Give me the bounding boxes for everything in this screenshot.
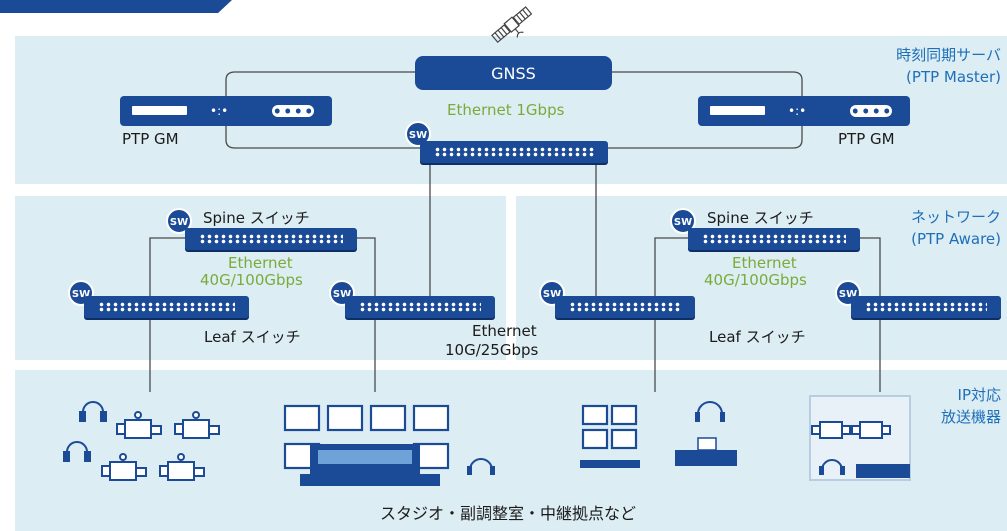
spine-left-ethernet-2: 40G/100Gbps [200, 271, 303, 289]
sw-icon-top: SW [405, 121, 431, 147]
spine-switch-left [185, 228, 357, 250]
leaf-switch-right-2 [851, 296, 1001, 318]
leaf-switch-left-2 [345, 296, 495, 318]
gnss-device: GNSS [415, 56, 612, 90]
sw-icon-spine-right: SW [670, 208, 696, 234]
ptp-gm-left-device: •:• [120, 96, 332, 126]
spine-switch-right [688, 228, 860, 250]
top-switch [420, 141, 608, 163]
leaf-left-label: Leaf スイッチ [204, 328, 301, 346]
spine-left-label: Spine スイッチ [203, 209, 310, 227]
studio-monitors-console-icon [283, 404, 495, 486]
equipment-zone-label: IP対応 放送機器 [940, 386, 1001, 426]
leaf-switch-right-1 [555, 296, 695, 318]
spine-right-ethernet-1: Ethernet [732, 254, 797, 272]
cameras-headphones-group-icon [63, 401, 220, 481]
ptp-gm-left-label: PTP GM [122, 130, 179, 148]
sw-icon-leaf-left-1: SW [68, 280, 94, 306]
spine-left-ethernet-1: Ethernet [228, 254, 293, 272]
spine-right-label: Spine スイッチ [707, 209, 814, 227]
header-tab [0, 0, 232, 13]
ptp-gm-right-label: PTP GM [838, 130, 895, 148]
network-zone-label: ネットワーク (PTP Aware) [910, 208, 1001, 248]
control-room-icon [580, 401, 737, 468]
bottom-caption: スタジオ・副調整室・中継拠点など [380, 504, 637, 523]
network-zone-left [15, 196, 506, 360]
spine-right-ethernet-2: 40G/100Gbps [704, 271, 807, 289]
ethernet-10g-label-1: Ethernet [472, 322, 537, 340]
network-zone-right [516, 196, 1007, 360]
ethernet-10g-label-2: 10G/25Gbps [445, 341, 539, 359]
gnss-label: GNSS [491, 64, 536, 83]
leaf-switch-left-1 [84, 296, 249, 318]
ethernet-1gbps-label: Ethernet 1Gbps [447, 101, 565, 119]
ptp-gm-right-device: •:• [698, 96, 910, 126]
satellite-icon [491, 6, 533, 44]
leaf-right-label: Leaf スイッチ [709, 328, 806, 346]
broadcast-equipment-icon [809, 395, 911, 481]
time-sync-zone-label: 時刻同期サーバ (PTP Master) [896, 46, 1001, 86]
sw-icon-spine-left: SW [166, 208, 192, 234]
